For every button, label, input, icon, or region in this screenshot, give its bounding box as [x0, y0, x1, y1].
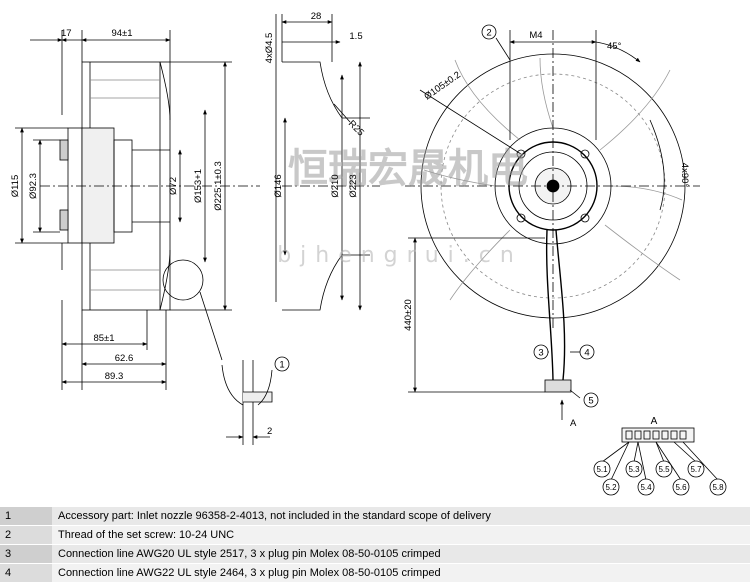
- connector-label: A: [651, 416, 658, 427]
- svg-text:1: 1: [279, 360, 284, 371]
- dim-440: 440±20: [403, 299, 414, 331]
- svg-text:5.5: 5.5: [658, 465, 670, 474]
- legend-row: 4 Connection line AWG22 UL style 2464, 3…: [0, 563, 750, 582]
- watermark-cn: 恒瑞宏晟机电: [288, 146, 528, 192]
- dim-146: Ø146: [273, 174, 284, 197]
- connector-detail: [601, 427, 719, 481]
- legend-row: 3 Connection line AWG20 UL style 2517, 3…: [0, 544, 750, 564]
- dim-2: 2: [267, 426, 272, 437]
- front-view: [405, 30, 700, 420]
- dim-85: 85±1: [93, 333, 114, 344]
- cable-4: [555, 229, 566, 381]
- dim-94: 94±1: [111, 28, 132, 39]
- svg-text:5.3: 5.3: [628, 465, 640, 474]
- svg-text:5.8: 5.8: [712, 483, 724, 492]
- svg-text:5.2: 5.2: [605, 483, 617, 492]
- dim-89-3: 89.3: [105, 371, 124, 382]
- side-view: [15, 30, 273, 445]
- svg-text:5.4: 5.4: [640, 483, 652, 492]
- dim-92-3: Ø92.3: [28, 173, 39, 199]
- svg-text:3: 3: [538, 348, 543, 359]
- dim-m4: M4: [529, 30, 542, 41]
- pin-5-2: 5.2: [602, 478, 620, 496]
- pin-5-3: 5.3: [625, 460, 643, 478]
- nozzle-section: [275, 14, 380, 311]
- callout-3: 3: [533, 344, 549, 360]
- dim-210: Ø210: [330, 174, 341, 197]
- svg-text:4: 4: [584, 348, 589, 359]
- legend-row: 2 Thread of the set screw: 10-24 UNC: [0, 525, 750, 545]
- dim-72: Ø72: [168, 177, 179, 195]
- pin-5-4: 5.4: [637, 478, 655, 496]
- svg-text:2: 2: [486, 28, 491, 39]
- detail-view: [221, 364, 244, 406]
- dim-4x45: 4xØ4.5: [264, 33, 275, 64]
- dim-105: Ø105±0.2: [422, 69, 462, 102]
- pin-5-6: 5.6: [672, 478, 690, 496]
- legend-text: Connection line AWG20 UL style 2517, 3 x…: [52, 544, 750, 564]
- callout-4: 4: [579, 344, 595, 360]
- pin-5-8: 5.8: [709, 478, 727, 496]
- dim-28: 28: [311, 11, 322, 22]
- dim-115: Ø115: [10, 175, 21, 198]
- detail-marker: [162, 259, 204, 301]
- watermark-en: bjhengrui.cn: [277, 243, 523, 268]
- callout-1: 1: [274, 356, 290, 372]
- pin-5-5: 5.5: [655, 460, 673, 478]
- legend-row: 1 Accessory part: Inlet nozzle 96358-2-4…: [0, 506, 750, 526]
- legend-number: 3: [0, 544, 52, 564]
- legend-number: 2: [0, 525, 52, 545]
- dim-153: Ø153+1: [193, 169, 204, 203]
- legend-text: Accessory part: Inlet nozzle 96358-2-401…: [52, 506, 750, 526]
- dim-4x90: 4x90°: [679, 163, 690, 188]
- dim-r25: R25: [346, 118, 366, 138]
- dim-45-deg: 45°: [607, 41, 622, 52]
- svg-text:5.7: 5.7: [690, 465, 702, 474]
- legend-number: 1: [0, 506, 52, 526]
- dim-225-1: Ø225.1±0.3: [213, 161, 224, 211]
- motor-body: [81, 127, 115, 244]
- dim-17: 17: [61, 28, 72, 39]
- legend-table: 1 Accessory part: Inlet nozzle 96358-2-4…: [0, 506, 750, 582]
- pin-5-1: 5.1: [593, 460, 611, 478]
- motor-flange: [67, 127, 83, 244]
- dim-1-5: 1.5: [349, 31, 362, 42]
- svg-text:5.6: 5.6: [675, 483, 687, 492]
- pin-5-7: 5.7: [687, 460, 705, 478]
- nozzle-profile-top: [282, 61, 370, 119]
- legend-text: Connection line AWG22 UL style 2464, 3 x…: [52, 563, 750, 582]
- dim-223: Ø223: [348, 174, 359, 197]
- callout-2: 2: [481, 24, 497, 40]
- technical-drawing: 恒瑞宏晟机电 bjhengrui.cn 17 94±1 4xØ4.5 28 1.…: [10, 11, 727, 496]
- connector-housing: [621, 427, 695, 443]
- callout-5: 5: [583, 392, 599, 408]
- connector-arrow-label: A: [570, 418, 577, 429]
- legend-text: Thread of the set screw: 10-24 UNC: [52, 525, 750, 545]
- connector-plug: [544, 379, 572, 393]
- legend-number: 4: [0, 563, 52, 582]
- dim-62-6: 62.6: [115, 353, 134, 364]
- cable-3: [545, 229, 554, 381]
- svg-text:5.1: 5.1: [596, 465, 608, 474]
- svg-text:5: 5: [588, 396, 593, 407]
